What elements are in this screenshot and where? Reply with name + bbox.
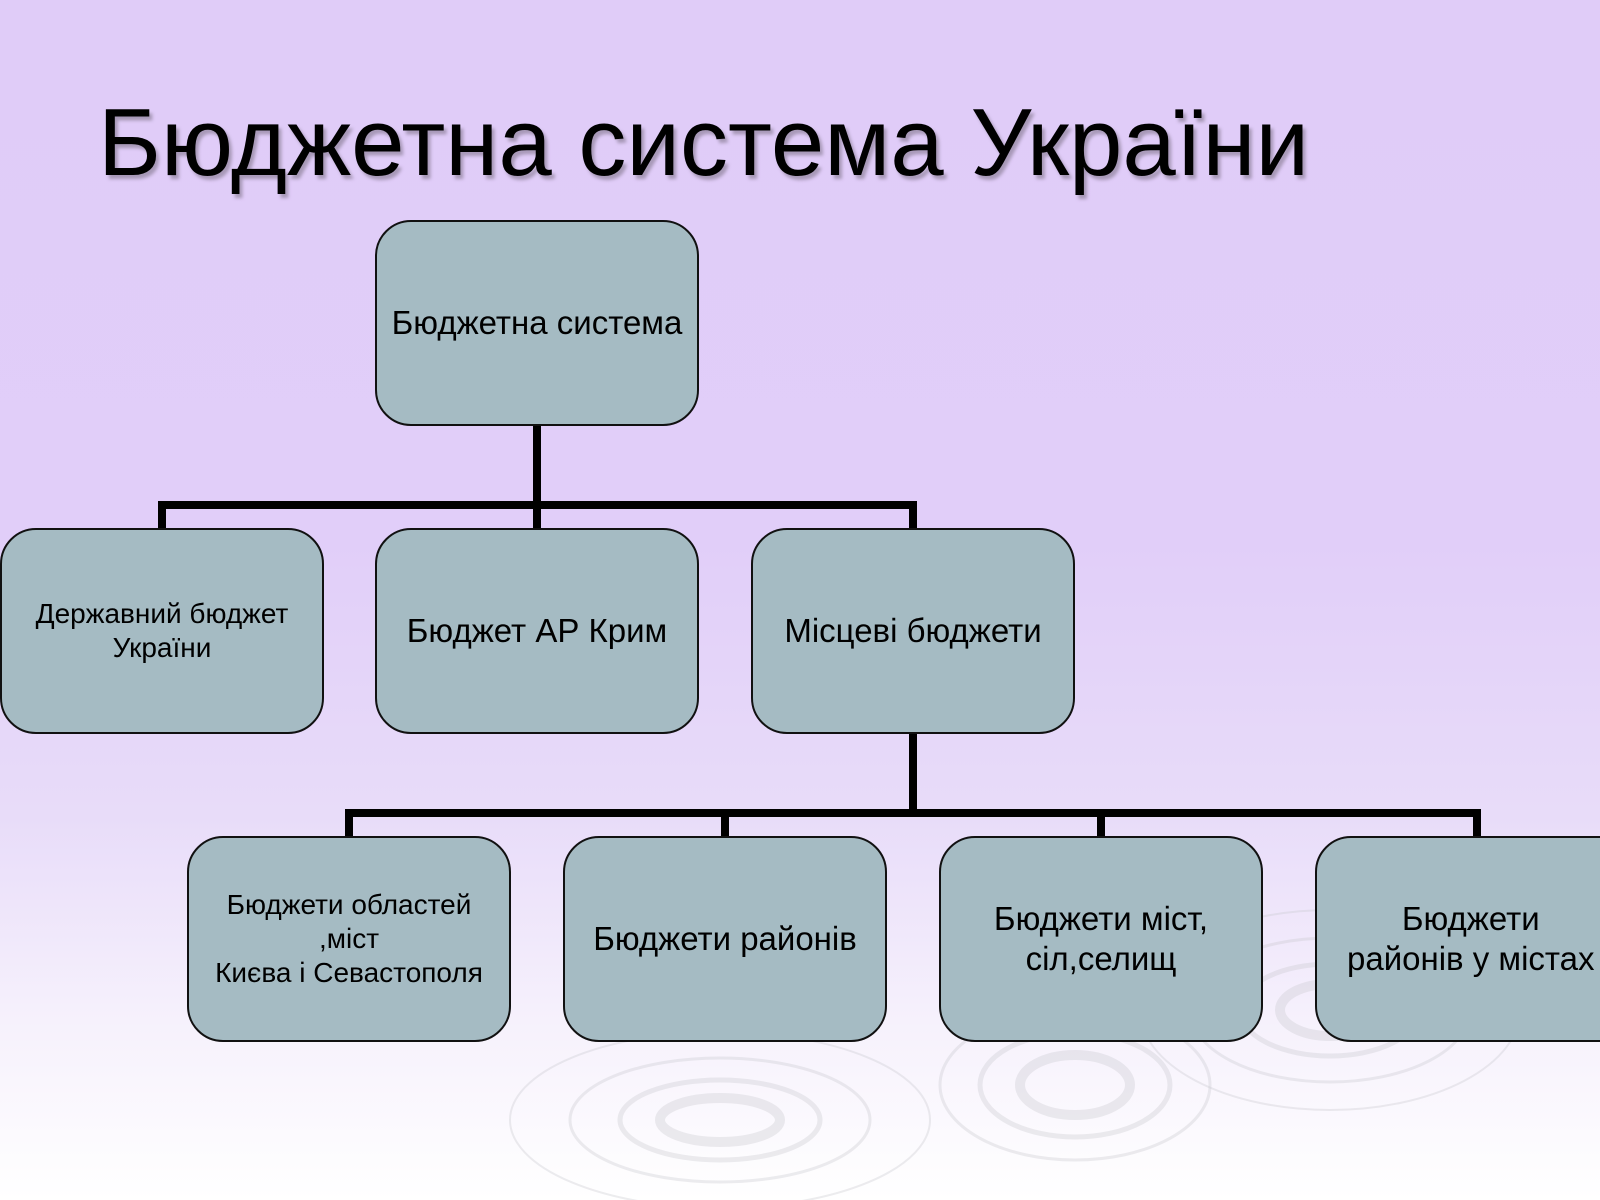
node-budget-system: Бюджетна система bbox=[375, 220, 699, 426]
node-label: Бюджети міст, сіл,селищ bbox=[993, 899, 1209, 977]
node-label: Бюджетна система bbox=[391, 303, 683, 341]
node-label: Бюджет АР Крим bbox=[406, 611, 668, 649]
node-label: Місцеві бюджети bbox=[784, 611, 1042, 649]
node-label: Державний бюджет України bbox=[35, 597, 289, 663]
node-state-budget: Державний бюджет України bbox=[0, 528, 324, 734]
node-city-district-budgets: Бюджети районів у містах bbox=[1315, 836, 1600, 1042]
node-regional-budgets: Бюджети областей ,міст Києва і Севастопо… bbox=[187, 836, 511, 1042]
slide-title: Бюджетна система України bbox=[98, 89, 1310, 196]
node-crimea-budget: Бюджет АР Крим bbox=[375, 528, 699, 734]
node-local-budgets: Місцеві бюджети bbox=[751, 528, 1075, 734]
node-district-budgets: Бюджети районів bbox=[563, 836, 887, 1042]
node-label: Бюджети районів у містах bbox=[1347, 899, 1595, 977]
node-label: Бюджети областей ,міст Києва і Севастопо… bbox=[215, 888, 483, 989]
node-label: Бюджети районів bbox=[593, 919, 857, 957]
node-city-village-budgets: Бюджети міст, сіл,селищ bbox=[939, 836, 1263, 1042]
